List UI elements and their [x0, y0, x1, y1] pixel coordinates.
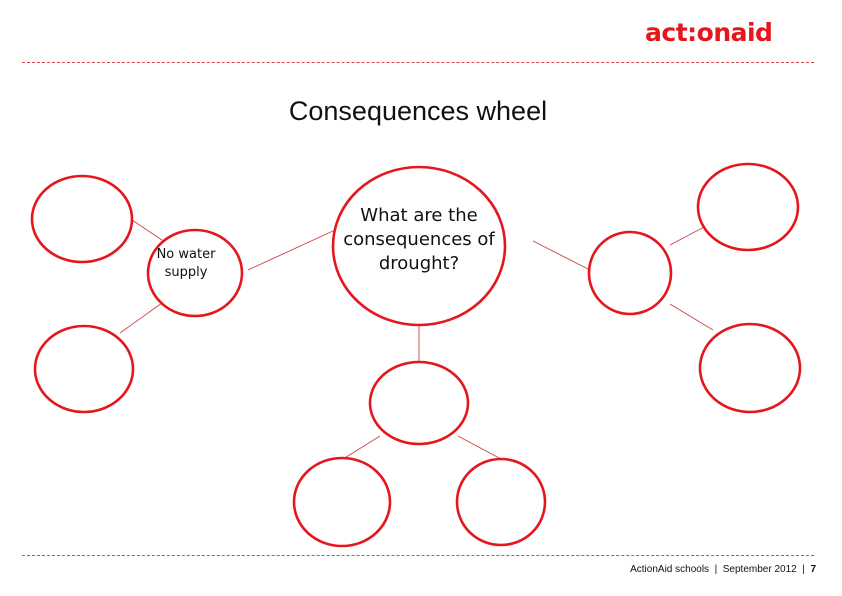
top-divider: [22, 62, 814, 63]
connector-left-topleft: [131, 219, 169, 245]
footer-date: September 2012: [722, 564, 797, 575]
node-bottom-left: [33, 324, 135, 414]
node-bottom-center: [368, 360, 470, 446]
footer-separator: |: [711, 564, 720, 575]
footer-separator: |: [799, 564, 808, 575]
node-center: [331, 165, 507, 327]
first-consequence-label: No water supply: [156, 247, 216, 280]
connector-bottom-bottomright: [457, 435, 502, 460]
connector-right-bottomright: [669, 303, 714, 331]
footer: ActionAid schools | September 2012 | 7: [630, 564, 816, 575]
connector-right-topright: [669, 225, 707, 246]
node-bottom-right: [698, 322, 802, 414]
node-top-left: [30, 174, 134, 264]
connector-left-bottomleft: [119, 302, 163, 334]
connector-center-right: [532, 240, 591, 271]
center-question: What are the consequences of drought?: [343, 205, 495, 274]
connector-bottom-bottomleft: [342, 435, 381, 460]
node-top-right: [696, 162, 800, 252]
node-right-first: [587, 230, 673, 316]
actionaid-logo: act:onaid: [645, 18, 773, 47]
footer-org: ActionAid schools: [630, 564, 710, 575]
footer-page-number: 7: [810, 564, 816, 575]
node-bottom-center-right: [455, 457, 547, 547]
node-bottom-center-left: [292, 456, 392, 548]
page-title: Consequences wheel: [288, 96, 548, 126]
connector-center-left: [247, 230, 334, 271]
bottom-divider: [22, 555, 814, 556]
node-left-first: [146, 228, 244, 318]
